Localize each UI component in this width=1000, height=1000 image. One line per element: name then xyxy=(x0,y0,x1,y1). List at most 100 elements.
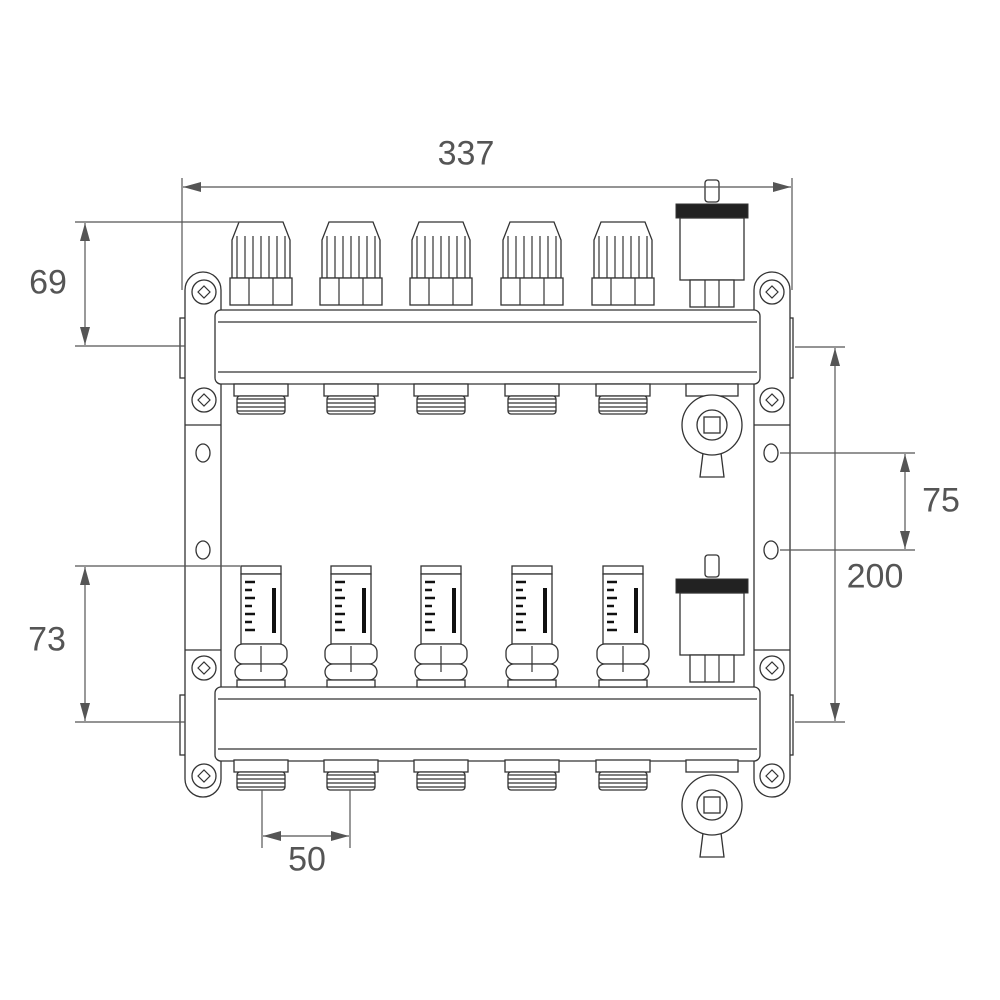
air-vent-bottom xyxy=(675,554,749,683)
flowmeter-indicator xyxy=(543,588,547,633)
outlet-nut xyxy=(323,383,379,397)
dimension-bar-spacing xyxy=(830,348,840,721)
air-vent-top xyxy=(675,179,749,308)
flowmeter-base xyxy=(236,679,286,688)
dim-bar-spacing: 200 xyxy=(846,557,904,596)
drain-nut xyxy=(685,759,739,773)
outlet-thread xyxy=(236,395,286,415)
vent-ring xyxy=(675,203,749,219)
outlet-nut xyxy=(504,383,560,397)
arrowhead-icon xyxy=(263,831,281,841)
arrowhead-icon xyxy=(80,703,90,721)
drain-square xyxy=(703,796,721,814)
screw-icon xyxy=(191,763,217,789)
arrowhead-icon xyxy=(331,831,349,841)
dimension-top-valve xyxy=(80,223,90,345)
outlet-nut xyxy=(595,383,651,397)
vent-stem xyxy=(689,279,735,308)
dim-top-valve-height: 69 xyxy=(29,263,67,302)
flowmeter-3 xyxy=(414,565,468,688)
dimension-hole-spacing xyxy=(900,454,910,549)
flowmeter-base xyxy=(598,679,648,688)
valve-cap-5 xyxy=(591,221,655,306)
flowmeter-2 xyxy=(324,565,378,688)
drain-valve-top xyxy=(681,383,743,478)
arrowhead-icon xyxy=(80,567,90,585)
screw-icon xyxy=(759,387,785,413)
outlet-thread xyxy=(598,771,648,791)
screw-icon xyxy=(191,655,217,681)
outlet-nut xyxy=(413,383,469,397)
outlet-thread xyxy=(236,771,286,791)
vent-ring xyxy=(675,578,749,594)
outlet-nut xyxy=(233,383,289,397)
screw-cross xyxy=(765,661,779,675)
bar-body xyxy=(214,309,761,385)
screw-cross xyxy=(765,769,779,783)
screw-icon xyxy=(191,387,217,413)
screw-icon xyxy=(759,655,785,681)
dim-overall-width: 337 xyxy=(437,134,495,173)
dim-outlet-spacing: 50 xyxy=(288,840,326,879)
valve-collar xyxy=(229,277,293,306)
right-bracket xyxy=(748,271,794,798)
vent-body xyxy=(679,592,745,656)
screw-icon xyxy=(759,763,785,789)
drain-square xyxy=(703,416,721,434)
outlet-top-4 xyxy=(504,383,560,415)
flowmeter-cap xyxy=(511,565,553,575)
screw-cross xyxy=(765,285,779,299)
valve-cap-2 xyxy=(319,221,383,306)
valve-collar xyxy=(591,277,655,306)
outlet-nut xyxy=(233,759,289,773)
dimension-overall-width xyxy=(183,182,791,192)
valve-collar xyxy=(409,277,473,306)
outlet-top-5 xyxy=(595,383,651,415)
flowmeter-base xyxy=(507,679,557,688)
screw-cross xyxy=(765,393,779,407)
flowmeter-indicator xyxy=(634,588,638,633)
arrowhead-icon xyxy=(80,327,90,345)
outlet-bottom-3 xyxy=(413,759,469,791)
flowmeter-1 xyxy=(234,565,288,688)
screw-cross xyxy=(197,769,211,783)
flowmeter-cap xyxy=(420,565,462,575)
dimension-outlet-spacing xyxy=(263,831,349,841)
arrowhead-icon xyxy=(80,223,90,241)
outlet-thread xyxy=(507,771,557,791)
drain-nut xyxy=(685,383,739,397)
screw-cross xyxy=(197,393,211,407)
outlet-thread xyxy=(416,395,466,415)
flowmeter-base xyxy=(326,679,376,688)
outlet-top-3 xyxy=(413,383,469,415)
outlet-thread xyxy=(507,395,557,415)
top-bar xyxy=(214,309,761,385)
outlet-thread xyxy=(416,771,466,791)
arrowhead-icon xyxy=(830,703,840,721)
mounting-hole xyxy=(195,443,211,463)
valve-collar xyxy=(500,277,564,306)
dim-flowmeter-height: 73 xyxy=(28,620,66,659)
screw-cross xyxy=(197,285,211,299)
drain-valve-bottom xyxy=(681,759,743,858)
outlet-bottom-1 xyxy=(233,759,289,791)
flowmeter-cap xyxy=(602,565,644,575)
arrowhead-icon xyxy=(900,454,910,472)
outlet-nut xyxy=(323,759,379,773)
flowmeter-indicator xyxy=(362,588,366,633)
mounting-hole xyxy=(763,443,779,463)
flowmeter-indicator xyxy=(272,588,276,633)
valve-cap-4 xyxy=(500,221,564,306)
vent-cap xyxy=(704,554,720,578)
outlet-nut xyxy=(595,759,651,773)
dimension-flowmeter xyxy=(80,567,90,721)
flowmeter-base xyxy=(416,679,466,688)
dim-hole-spacing: 75 xyxy=(922,481,960,520)
outlet-thread xyxy=(326,771,376,791)
bar-body xyxy=(214,686,761,762)
flowmeter-5 xyxy=(596,565,650,688)
outlet-top-1 xyxy=(233,383,289,415)
flowmeter-indicator xyxy=(452,588,456,633)
